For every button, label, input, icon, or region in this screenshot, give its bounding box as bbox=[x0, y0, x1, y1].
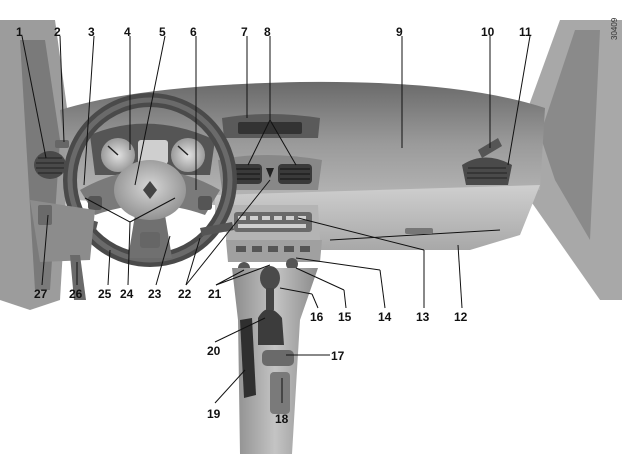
callout-24: 24 bbox=[120, 287, 134, 301]
armrest-area bbox=[270, 372, 290, 414]
callout-12: 12 bbox=[454, 310, 468, 324]
instrument-display bbox=[138, 140, 168, 164]
storage-tray bbox=[262, 350, 294, 366]
callout-13: 13 bbox=[416, 310, 430, 324]
callout-23: 23 bbox=[148, 287, 162, 301]
callout-20: 20 bbox=[207, 344, 221, 358]
callout-11: 11 bbox=[519, 25, 532, 39]
callout-17: 17 bbox=[331, 349, 345, 363]
callout-10: 10 bbox=[481, 25, 495, 39]
callout-5: 5 bbox=[159, 25, 166, 39]
handbrake bbox=[240, 318, 256, 398]
glovebox-handle bbox=[405, 228, 433, 234]
callout-1: 1 bbox=[16, 25, 23, 39]
callout-22: 22 bbox=[178, 287, 192, 301]
callout-21: 21 bbox=[208, 287, 222, 301]
callout-9: 9 bbox=[396, 25, 403, 39]
callout-15: 15 bbox=[338, 310, 352, 324]
callout-3: 3 bbox=[88, 25, 95, 39]
control-knob-right bbox=[286, 258, 298, 270]
hazard-switch bbox=[266, 168, 274, 178]
callout-26: 26 bbox=[69, 287, 83, 301]
callout-7: 7 bbox=[241, 25, 248, 39]
right-stalk bbox=[200, 222, 234, 236]
callout-8: 8 bbox=[264, 25, 271, 39]
right-vent bbox=[462, 157, 512, 185]
callout-25: 25 bbox=[98, 287, 112, 301]
callout-18: 18 bbox=[275, 412, 289, 426]
callout-6: 6 bbox=[190, 25, 197, 39]
ignition bbox=[140, 232, 160, 248]
callout-2: 2 bbox=[54, 25, 61, 39]
callout-16: 16 bbox=[310, 310, 324, 324]
reference-code: 30409 bbox=[610, 17, 619, 40]
leader-lines bbox=[21, 35, 531, 404]
left-vent bbox=[34, 151, 66, 179]
callout-27: 27 bbox=[34, 287, 48, 301]
steering-controls-right bbox=[198, 196, 212, 210]
gear-knob bbox=[260, 266, 280, 290]
bonnet-release bbox=[70, 255, 86, 300]
callout-14: 14 bbox=[378, 310, 392, 324]
callout-19: 19 bbox=[207, 407, 221, 421]
callout-4: 4 bbox=[124, 25, 131, 39]
